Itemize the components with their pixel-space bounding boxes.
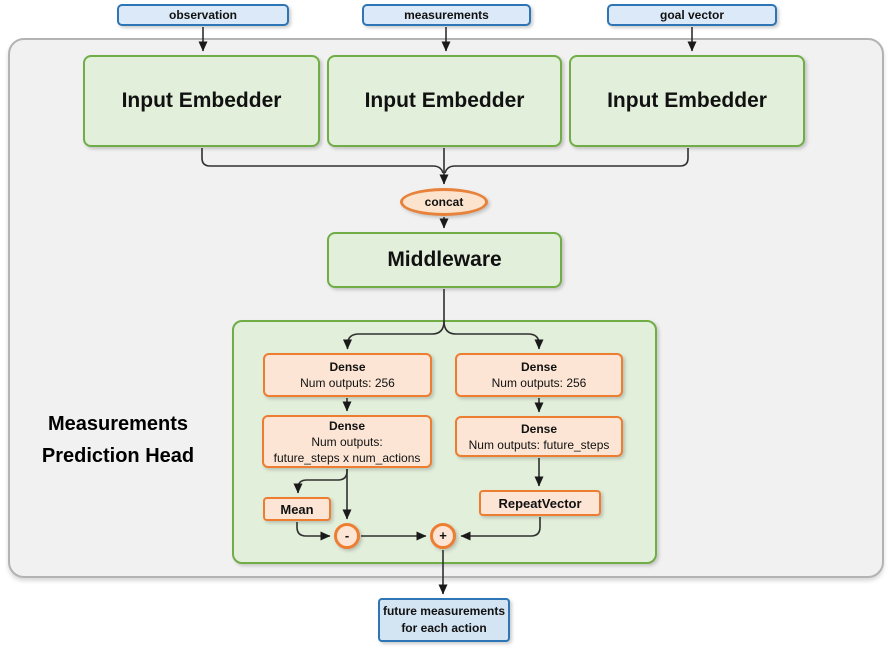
dense-left-1: Dense Num outputs: 256 bbox=[263, 353, 432, 397]
dense-left-2-subtitle-2: future_steps x num_actions bbox=[273, 450, 421, 465]
output-box-line2: for each action bbox=[401, 621, 487, 635]
input-embedder-2: Input Embedder bbox=[327, 55, 562, 147]
dense-right-2-title: Dense bbox=[520, 421, 558, 436]
dense-left-2: Dense Num outputs: future_steps x num_ac… bbox=[262, 415, 432, 468]
repeat-vector-box: RepeatVector bbox=[479, 490, 601, 516]
dense-right-1-subtitle: Num outputs: 256 bbox=[491, 376, 587, 390]
prediction-head-title-line1: Measurements bbox=[47, 413, 189, 435]
dense-left-1-subtitle: Num outputs: 256 bbox=[300, 376, 395, 390]
dense-left-1-title: Dense bbox=[329, 360, 366, 374]
input-box-goal-vector: goal vector bbox=[607, 4, 777, 26]
output-box-line1: future measurements bbox=[382, 604, 506, 618]
dense-right-2-subtitle: Num outputs: future_steps bbox=[468, 437, 610, 452]
input-box-observation: observation bbox=[117, 4, 289, 26]
middleware-box: Middleware bbox=[327, 232, 562, 288]
minus-operator-node: - bbox=[334, 523, 360, 549]
dense-right-1-title: Dense bbox=[520, 360, 558, 374]
prediction-head-title: Measurements Prediction Head bbox=[16, 408, 220, 472]
dense-right-1: Dense Num outputs: 256 bbox=[455, 353, 623, 397]
output-box-future-measurements: future measurements for each action bbox=[378, 598, 510, 642]
input-box-measurements: measurements bbox=[362, 4, 531, 26]
dense-left-2-subtitle-1: Num outputs: bbox=[311, 434, 383, 449]
input-embedder-3: Input Embedder bbox=[569, 55, 805, 147]
plus-operator-node: + bbox=[430, 523, 456, 549]
input-embedder-1: Input Embedder bbox=[83, 55, 320, 147]
concat-node: concat bbox=[400, 188, 488, 216]
prediction-head-title-line2: Prediction Head bbox=[41, 445, 195, 467]
mean-box: Mean bbox=[263, 497, 331, 521]
dense-right-2: Dense Num outputs: future_steps bbox=[455, 416, 623, 457]
dense-left-2-title: Dense bbox=[328, 418, 366, 433]
